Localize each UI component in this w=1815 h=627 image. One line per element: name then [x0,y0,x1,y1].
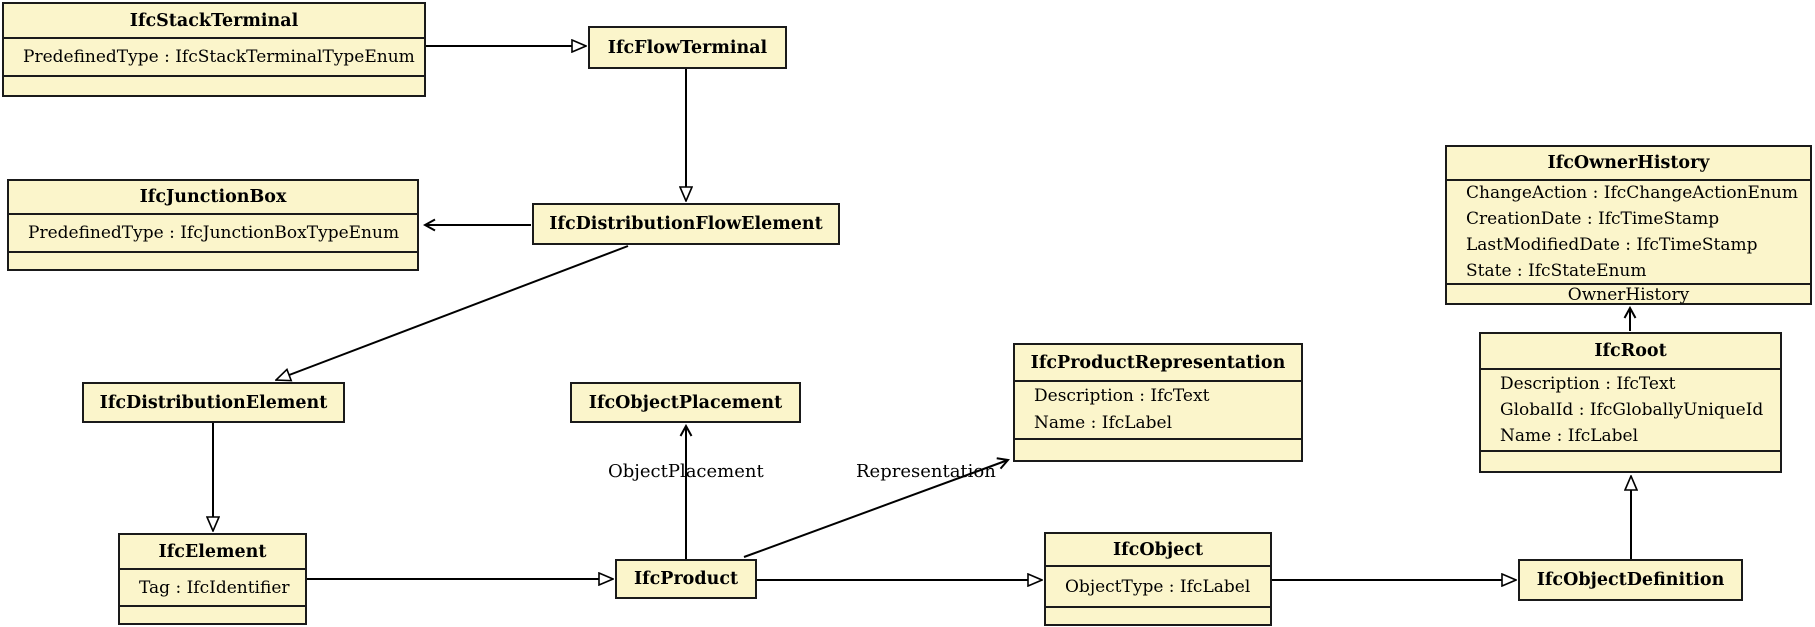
class-footer [4,75,424,95]
class-ifcstackterminal[interactable]: IfcStackTerminal PredefinedType : IfcSta… [2,2,426,97]
class-attribute: PredefinedType : IfcJunctionBoxTypeEnum [28,223,400,243]
class-attribute: PredefinedType : IfcStackTerminalTypeEnu… [23,47,415,67]
class-attribute: ObjectType : IfcLabel [1065,576,1251,597]
class-title: IfcObjectDefinition [1536,570,1725,590]
class-footer [120,605,305,623]
class-footer [9,251,417,269]
class-attribute: Tag : IfcIdentifier [139,577,290,598]
class-attribute: Name : IfcLabel [1500,426,1639,446]
class-title: IfcProductRepresentation [1030,352,1286,373]
class-title: IfcJunctionBox [139,187,287,207]
class-attribute: CreationDate : IfcTimeStamp [1466,209,1720,229]
class-footer [1015,438,1301,460]
class-title: IfcObjectPlacement [588,392,783,413]
class-title: IfcDistributionFlowElement [549,214,823,234]
class-title: IfcElement [158,541,267,562]
class-ifcproduct[interactable]: IfcProduct [615,559,757,599]
edge-label-objectplacement: ObjectPlacement [608,461,764,482]
edge-label-ownerhistory: OwnerHistory [1447,283,1810,305]
class-ifcobjectdefinition[interactable]: IfcObjectDefinition [1518,559,1743,601]
class-title: IfcObject [1112,539,1204,560]
class-footer [1481,450,1780,471]
class-title: IfcDistributionElement [99,392,328,413]
class-ifcflowterminal[interactable]: IfcFlowTerminal [588,26,787,69]
class-attribute: Description : IfcText [1034,386,1210,406]
class-title: IfcProduct [633,569,739,589]
class-ifcjunctionbox[interactable]: IfcJunctionBox PredefinedType : IfcJunct… [7,179,419,271]
class-ifcobject[interactable]: IfcObject ObjectType : IfcLabel [1044,532,1272,626]
class-ifcproductrepresentation[interactable]: IfcProductRepresentation Description : I… [1013,343,1303,462]
class-title: IfcOwnerHistory [1547,153,1710,173]
class-ifcroot[interactable]: IfcRoot Description : IfcText GlobalId :… [1479,332,1782,473]
edge-label-representation: Representation [856,461,996,482]
class-title: IfcStackTerminal [129,10,299,31]
class-attribute: GlobalId : IfcGloballyUniqueId [1500,400,1764,420]
class-attribute: ChangeAction : IfcChangeActionEnum [1466,183,1798,203]
class-ifcownerhistory[interactable]: IfcOwnerHistory ChangeAction : IfcChange… [1445,145,1812,305]
class-footer [1046,606,1270,624]
edge-distributionflowelement-distributionelement [276,245,629,380]
class-attribute: Description : IfcText [1500,374,1676,394]
class-title: IfcRoot [1594,341,1667,361]
class-ifcobjectplacement[interactable]: IfcObjectPlacement [570,382,801,423]
edge-product-productrepresentation [743,460,1008,558]
class-ifcdistributionflowelement[interactable]: IfcDistributionFlowElement [532,203,840,245]
class-ifcelement[interactable]: IfcElement Tag : IfcIdentifier [118,533,307,625]
class-attribute: State : IfcStateEnum [1466,261,1647,281]
class-ifcdistributionelement[interactable]: IfcDistributionElement [82,382,345,423]
class-attribute: LastModifiedDate : IfcTimeStamp [1466,235,1758,255]
class-attribute: Name : IfcLabel [1034,413,1173,433]
class-title: IfcFlowTerminal [607,37,768,58]
